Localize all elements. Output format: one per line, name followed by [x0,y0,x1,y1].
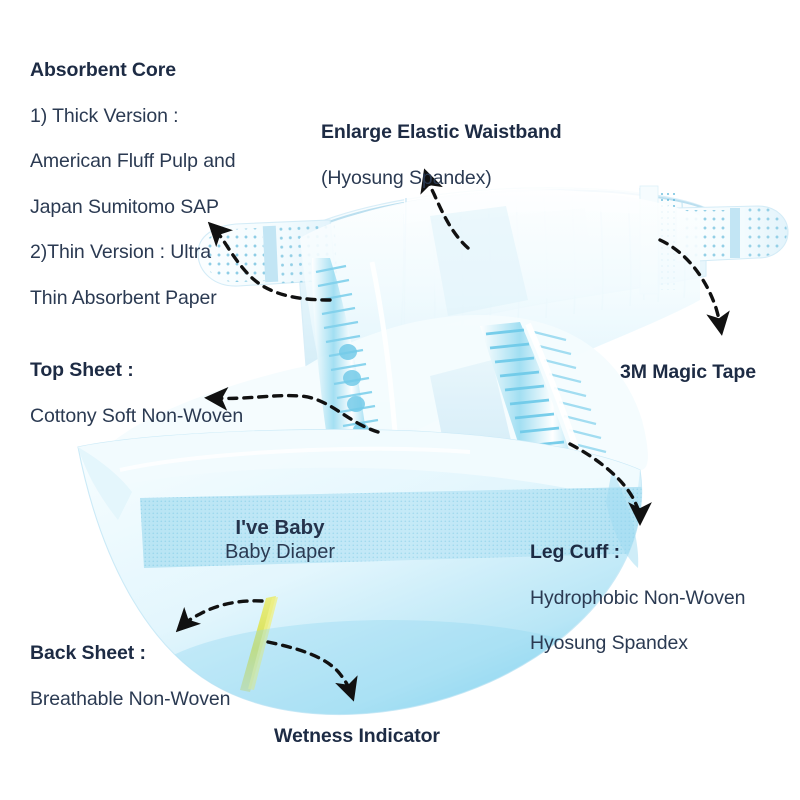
callout-leg-cuff: Leg Cuff : Hydrophobic Non-Woven Hyosung… [530,520,800,677]
callout-magic-tape-heading: 3M Magic Tape [620,361,756,384]
callout-absorbent-core: Absorbent Core 1) Thick Version : Americ… [30,38,320,331]
callout-wetness-indicator: Wetness Indicator [274,704,524,770]
callout-back-sheet: Back Sheet : Breathable Non-Woven [30,621,300,732]
callout-leg-cuff-line-2: Hyosung Spandex [530,632,688,655]
callout-leg-cuff-heading: Leg Cuff : [530,541,620,564]
callout-top-sheet-line-1: Cottony Soft Non-Woven [30,404,244,427]
callout-absorbent-core-line-1: 1) Thick Version : [30,104,179,127]
callout-elastic-waistband-heading: Enlarge Elastic Waistband [321,121,562,144]
diaper-bottom-panel [77,429,643,716]
callout-leg-cuff-line-1: Hydrophobic Non-Woven [530,586,746,609]
callout-absorbent-core-line-2: American Fluff Pulp and [30,150,236,173]
callout-wetness-indicator-heading: Wetness Indicator [274,725,440,748]
callout-absorbent-core-line-3: Japan Sumitomo SAP [30,195,219,218]
diaper-brand-print: I've Baby Baby Diaper [180,515,380,564]
brand-product: Baby Diaper [224,541,336,563]
callout-elastic-waistband: Enlarge Elastic Waistband (Hyosung Spand… [321,100,621,211]
callout-absorbent-core-heading: Absorbent Core [30,59,176,82]
callout-back-sheet-line-1: Breathable Non-Woven [30,687,231,710]
callout-magic-tape: 3M Magic Tape [620,340,800,406]
brand-name: I've Baby [235,516,325,539]
callout-elastic-waistband-line-1: (Hyosung Spandex) [321,166,492,189]
callout-top-sheet-heading: Top Sheet : [30,359,134,382]
callout-back-sheet-heading: Back Sheet : [30,642,146,665]
callout-absorbent-core-line-4: 2)Thin Version : Ultra [30,241,211,264]
callout-top-sheet: Top Sheet : Cottony Soft Non-Woven [30,338,310,449]
callout-absorbent-core-line-5: Thin Absorbent Paper [30,286,217,309]
